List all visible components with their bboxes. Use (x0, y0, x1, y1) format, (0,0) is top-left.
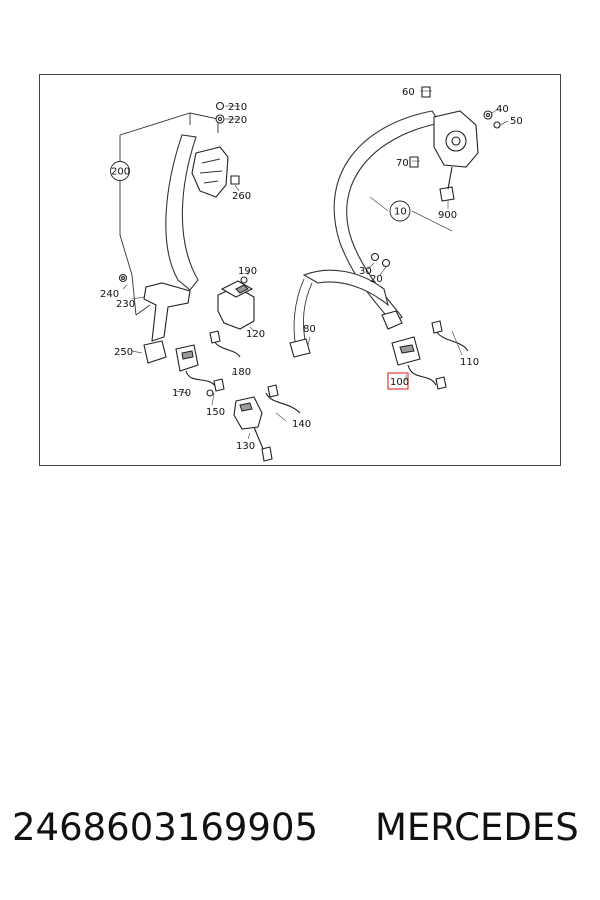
bolt-210 (215, 101, 225, 111)
connector-100 (435, 376, 447, 390)
lower-anchor-bracket (143, 282, 191, 342)
connector-900 (439, 186, 455, 202)
latch-slot (181, 350, 194, 360)
belt-end-fitting (381, 310, 403, 330)
label-100: 100 (390, 377, 409, 388)
label-210: 210 (228, 102, 247, 113)
buckle-130-slot (239, 402, 253, 412)
retractor-detail (199, 158, 223, 184)
label-20: 20 (370, 274, 383, 285)
belt-guide-80 (289, 338, 311, 358)
label-120: 120 (246, 329, 265, 340)
label-220: 220 (228, 115, 247, 126)
label-30: 30 (359, 266, 372, 277)
connector-110 (431, 320, 443, 334)
seat-outline-lower (135, 113, 191, 316)
seat-belt-exploded-diagram: 210 220 200 260 240 230 250 190 120 180 … (100, 86, 523, 462)
label-180: 180 (232, 367, 251, 378)
washer-40-hole (485, 112, 491, 118)
belt-lower-loop (302, 269, 389, 307)
label-900: 900 (438, 210, 457, 221)
brand-name: MERCEDES (375, 806, 579, 849)
label-50: 50 (510, 116, 523, 127)
label-10-circle (389, 200, 411, 222)
connector-180 (209, 330, 221, 344)
washer-30 (370, 252, 380, 262)
sensor-cable-180 (185, 340, 241, 388)
label-40: 40 (496, 104, 509, 115)
label-240: 240 (100, 289, 119, 300)
belt-lap-section (293, 278, 313, 348)
seat-back-outline (119, 112, 219, 316)
connector-130 (261, 446, 273, 462)
sensor-cable-110 (407, 330, 469, 386)
label-140: 140 (292, 419, 311, 430)
label-170: 170 (172, 388, 191, 399)
connector-140 (267, 384, 279, 398)
label-250: 250 (114, 347, 133, 358)
label-80: 80 (303, 324, 316, 335)
label-60: 60 (402, 87, 415, 98)
label-10: 10 (394, 207, 407, 218)
bolt-150 (206, 389, 214, 397)
latch-100-slot (399, 344, 415, 354)
part-number: 2468603169905 (12, 806, 319, 849)
nut-50 (493, 121, 501, 129)
bolt-60 (421, 86, 431, 98)
connector-150-area (213, 378, 225, 392)
parts-diagram-frame: 210 220 200 260 240 230 250 190 120 180 … (39, 74, 561, 466)
label-110: 110 (460, 357, 479, 368)
retractor-hub (451, 136, 461, 146)
label-260: 260 (232, 191, 251, 202)
buckle-130 (233, 396, 263, 430)
label-200: 200 (111, 167, 130, 178)
caption: 2468603169905 MERCEDES (12, 806, 592, 862)
label-70: 70 (396, 158, 409, 169)
label-150: 150 (206, 407, 225, 418)
washer-220-hole (217, 116, 223, 122)
label-200-circle (110, 161, 130, 181)
buckle-slot (235, 284, 249, 294)
washer-20 (381, 258, 391, 268)
label-190: 190 (238, 266, 257, 277)
washer-240-hole (121, 276, 125, 280)
bolt-190 (240, 276, 248, 284)
retractor-cable-900 (447, 166, 453, 190)
anchor-plate (143, 340, 167, 364)
bolt-260 (230, 175, 240, 185)
label-230: 230 (116, 299, 135, 310)
left-belt-strap (165, 134, 199, 291)
label-130: 130 (236, 441, 255, 452)
highlight-box-100 (387, 372, 409, 390)
bolt-70 (409, 156, 419, 168)
